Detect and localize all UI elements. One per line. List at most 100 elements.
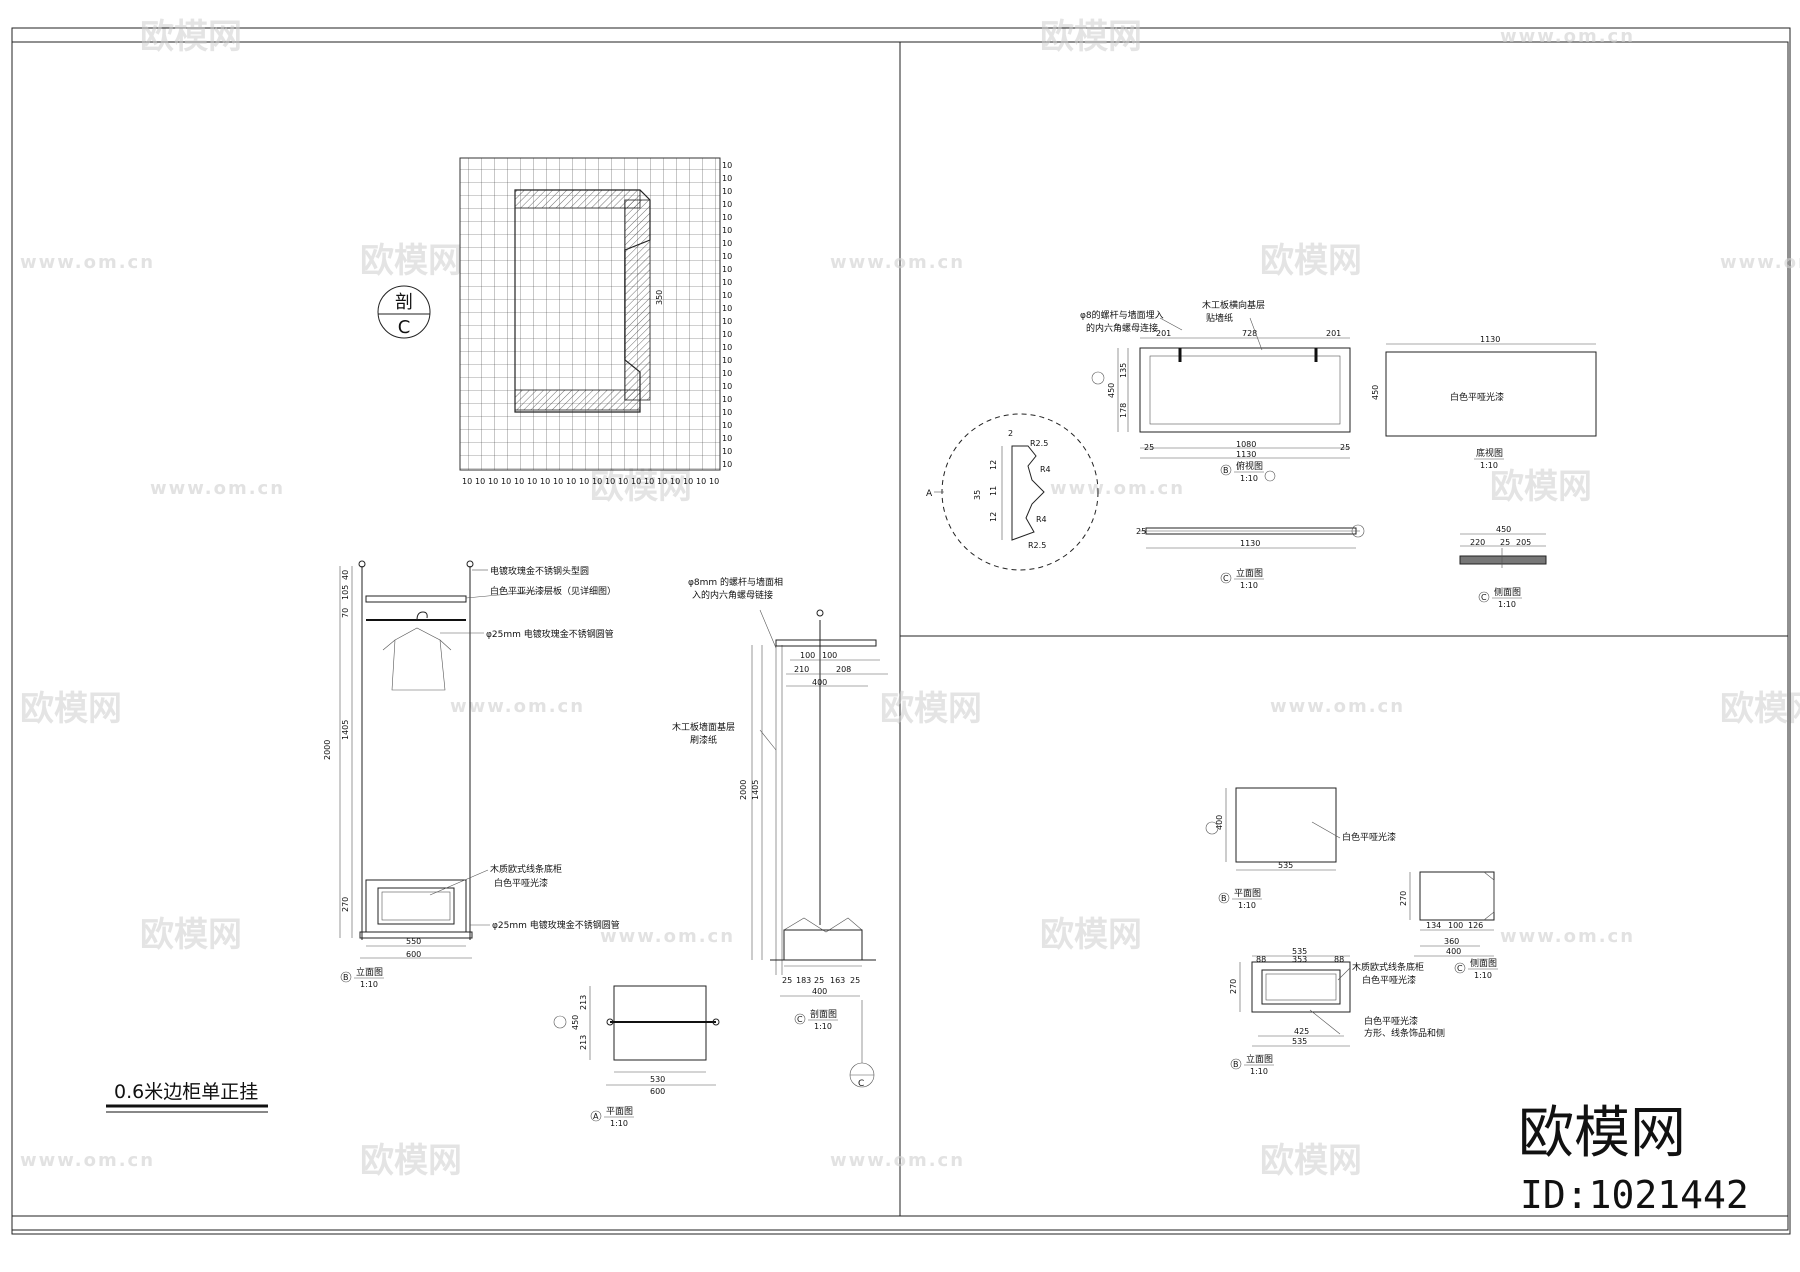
- grid-tick-bottom: 10: [709, 477, 719, 486]
- section-marker-bottom: C: [398, 317, 411, 338]
- detail-a-d6: 12: [989, 512, 998, 522]
- grid-tick-right: 10: [722, 174, 732, 183]
- watermark-logo: 欧模网: [1260, 1141, 1362, 1181]
- shelf-plan-f: 25: [1144, 443, 1154, 452]
- grid-section-drawing: 350 101010101010101010101010101010101010…: [459, 157, 732, 486]
- base-elev-note-3: 白色平哑光漆: [1364, 1015, 1418, 1027]
- grid-tick-right: 10: [722, 447, 732, 456]
- base-plan-w: 535: [1278, 861, 1293, 870]
- shelf-plan-label: 俯视图: [1236, 460, 1263, 472]
- watermark-url: www.om.cn: [1500, 26, 1635, 47]
- grid-tick-right: 10: [722, 278, 732, 287]
- plan-a-w2: 600: [650, 1087, 665, 1096]
- shelf-side-drawing: 450 220 25 205 C 侧面图 1:10: [1459, 525, 1547, 609]
- side-note-4: 刷漆纸: [690, 734, 717, 746]
- grid-tick-bottom: 10: [475, 477, 485, 486]
- brand-block: 欧模网 ID:1021442: [1518, 1101, 1749, 1217]
- plan-a-h2: 450: [571, 1015, 580, 1030]
- grid-tick-bottom: 10: [618, 477, 628, 486]
- side-note-1: φ8mm 的螺杆与墙面相: [688, 576, 783, 588]
- base-elev-note-2: 白色平哑光漆: [1362, 974, 1416, 986]
- shelf-plan-note-1: φ8的螺杆与墙面埋入: [1080, 309, 1164, 321]
- base-side-h: 270: [1399, 891, 1408, 906]
- sheet-title-block: 0.6米边柜单正挂: [106, 1081, 268, 1113]
- base-side-scale: 1:10: [1474, 971, 1492, 980]
- grid-tick-right: 10: [722, 317, 732, 326]
- shelf-elev-h: 25: [1136, 527, 1146, 536]
- shelf-plan-h3: 178: [1119, 403, 1128, 418]
- plan-a-circle: A: [593, 1112, 599, 1121]
- elev-b-note-4: 木质欧式线条底柜: [490, 863, 562, 875]
- base-elev-drawing: 535 88 353 88 270 425 535 木质欧式线条底柜 白色平哑光…: [1229, 947, 1445, 1076]
- elev-b-note-2: 白色平亚光漆层板（见详细图）: [490, 585, 616, 597]
- base-elev-d: 88: [1334, 955, 1344, 964]
- shelf-side-label: 侧面图: [1494, 586, 1521, 598]
- shelf-plan-d: 1080: [1236, 440, 1256, 449]
- base-plan-label: 平面图: [1234, 888, 1261, 899]
- grid-tick-right: 10: [722, 356, 732, 365]
- side-dim-e: 400: [812, 678, 827, 687]
- detail-a-d8: R2.5: [1028, 541, 1046, 550]
- side-dim-b: 100: [822, 651, 837, 660]
- detail-a-drawing: A 2 R2.5 12 R4 11 35 12 R4 R2.5: [926, 413, 1099, 571]
- grid-tick-right: 10: [722, 460, 732, 469]
- shelf-side-b: 205: [1516, 538, 1531, 547]
- base-plan-circle: B: [1221, 894, 1227, 903]
- side-dim-a: 100: [800, 651, 815, 660]
- side-note-3: 木工板墙面基层: [672, 721, 735, 733]
- grid-tick-bottom: 10: [644, 477, 654, 486]
- detail-a-d0: 2: [1008, 429, 1013, 438]
- shelf-plan-h1: 135: [1119, 363, 1128, 378]
- watermark-url: www.om.cn: [20, 1150, 155, 1171]
- watermark-logo: 欧模网: [360, 241, 462, 281]
- watermark-logo: 欧模网: [140, 915, 242, 955]
- grid-tick-bottom: 10: [605, 477, 615, 486]
- shelf-plan-a: 201: [1156, 329, 1171, 338]
- watermark-logo: 欧模网: [880, 689, 982, 729]
- grid-tick-bottom: 10: [540, 477, 550, 486]
- grid-tick-bottom: 10: [553, 477, 563, 486]
- side-dim-d: 208: [836, 665, 851, 674]
- detail-a-d1: R2.5: [1030, 439, 1048, 448]
- watermark-logo: 欧模网: [1040, 17, 1142, 57]
- shelf-side-circle: C: [1481, 593, 1487, 602]
- side-dim-i: 163: [830, 976, 845, 985]
- elev-b-dim-top2: 105: [341, 585, 350, 600]
- base-elev-circle: B: [1233, 1060, 1239, 1069]
- elev-b-note-6: φ25mm 电镀玫瑰金不锈钢圆管: [492, 919, 620, 931]
- watermark-url: www.om.cn: [830, 1150, 965, 1171]
- detail-a-d2: 12: [989, 460, 998, 470]
- detail-a-d5: 35: [973, 490, 982, 500]
- side-dim-f: 25: [782, 976, 792, 985]
- shelf-plan-g: 25: [1340, 443, 1350, 452]
- brand-id: ID:1021442: [1520, 1173, 1749, 1217]
- grid-tick-right: 10: [722, 408, 732, 417]
- shelf-plan-e: 1130: [1236, 450, 1256, 459]
- elev-b-dim-outer: 600: [406, 950, 421, 959]
- shelf-side-c: 25: [1500, 538, 1510, 547]
- side-dim-j: 25: [850, 976, 860, 985]
- base-elev-b: 88: [1256, 955, 1266, 964]
- watermark-url: www.om.cn: [600, 926, 735, 947]
- elev-b-note-5: 白色平哑光漆: [494, 877, 548, 889]
- grid-tick-right: 10: [722, 226, 732, 235]
- base-elev-label: 立面图: [1246, 1053, 1273, 1065]
- base-elev-note-1: 木质欧式线条底柜: [1352, 961, 1424, 973]
- grid-tick-right: 10: [722, 265, 732, 274]
- watermark-logo: 欧模网: [1490, 467, 1592, 507]
- base-plan-note: 白色平哑光漆: [1342, 831, 1396, 843]
- shelf-elev-w: 1130: [1240, 539, 1260, 548]
- side-label: 剖面图: [810, 1008, 837, 1020]
- detail-a-d3: R4: [1040, 465, 1051, 474]
- plan-a-drawing: 213 450 213 530 600 A 平面图 1:10: [553, 985, 720, 1128]
- base-elev-scale: 1:10: [1250, 1067, 1268, 1076]
- base-plan-h: 400: [1215, 815, 1224, 830]
- grid-tick-bottom: 10: [592, 477, 602, 486]
- shelf-bottom-scale: 1:10: [1480, 461, 1498, 470]
- watermark-url: www.om.cn: [1500, 926, 1635, 947]
- base-side-b: 100: [1448, 921, 1463, 930]
- side-dim-upper: 1405: [751, 780, 760, 800]
- grid-tick-right: 10: [722, 330, 732, 339]
- watermark-url: www.om.cn: [830, 252, 965, 273]
- side-section-drawing: 2000 1405 100 100 210 208 400 25 183 25 …: [672, 576, 888, 1089]
